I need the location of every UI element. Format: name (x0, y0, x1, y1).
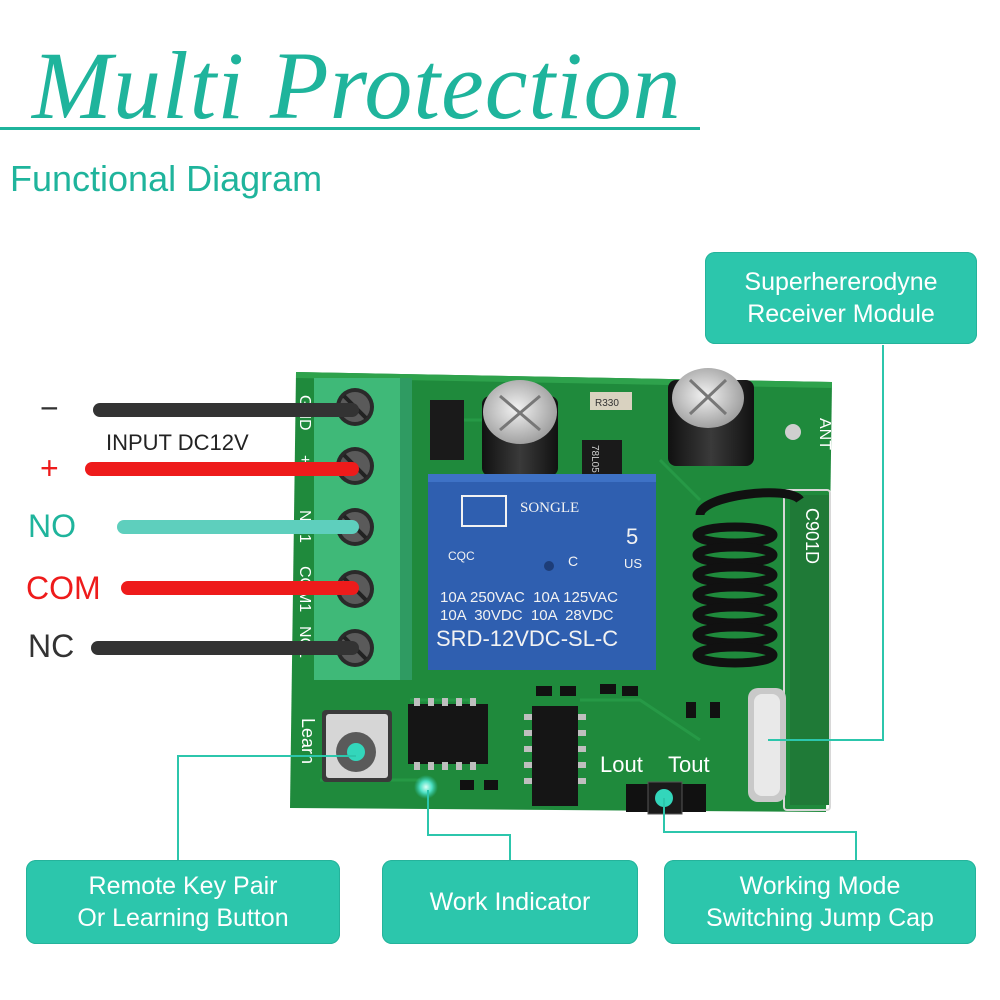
leader-indicator (427, 790, 511, 860)
plus-label: + (40, 450, 59, 486)
nc-label: NC (28, 628, 75, 664)
minus-label: − (40, 390, 59, 426)
callout-jumpcap-line-1: Working Mode (739, 872, 901, 900)
learn-label: Learn (298, 718, 318, 764)
callout-jumpcap-line-2: Switching Jump Cap (706, 904, 934, 932)
relay-us: US (624, 556, 642, 571)
leader-receiver (768, 345, 884, 741)
receiver-module: C901D (748, 489, 831, 811)
lout-label: Lout (600, 752, 643, 777)
coil-antenna (692, 488, 804, 668)
relay-rating-1: 10A 250VAC 10A 125VAC (440, 589, 618, 606)
ant-label: ANT (816, 418, 833, 450)
work-indicator-led (414, 775, 438, 799)
module-label: C901D (802, 508, 822, 564)
relay-rating-2: 10A 30VDC 10A 28VDC (440, 607, 614, 624)
relay: SONGLE CQC C 5 US 10A 250VAC 10A 125VAC … (428, 474, 656, 670)
callout-jump-cap: Working Mode Switching Jump Cap (664, 860, 976, 944)
input-label: INPUT DC12V (106, 430, 249, 455)
jumper-header (626, 781, 706, 815)
title-underline (0, 127, 700, 130)
capacitor-left (482, 380, 558, 476)
page-title: Multi Protection (32, 32, 682, 139)
callout-receiver-line-2: Receiver Module (747, 300, 935, 328)
callout-learning-button: Remote Key Pair Or Learning Button (26, 860, 340, 944)
relay-model: SRD-12VDC-SL-C (436, 626, 618, 651)
callout-receiver-line-1: Superhererodyne (744, 268, 938, 296)
regulator-label: 78L05 (589, 445, 600, 473)
ic-chips (408, 698, 586, 806)
callout-learn-line-1: Remote Key Pair (88, 872, 278, 900)
capacitor-right (668, 368, 754, 466)
callout-learn-line-2: Or Learning Button (77, 904, 289, 932)
com-label: COM (26, 570, 101, 606)
wires (85, 403, 359, 655)
no-label: NO (28, 508, 76, 544)
callout-work-indicator: Work Indicator (382, 860, 638, 944)
leader-learn (177, 755, 356, 860)
callout-receiver-module: Superhererodyne Receiver Module (705, 252, 977, 344)
relay-c: C (568, 553, 578, 569)
relay-brand: SONGLE (520, 500, 579, 516)
callout-indicator-line-1: Work Indicator (429, 888, 591, 916)
relay-cqc: CQC (448, 549, 475, 563)
leader-jumpcap (663, 798, 857, 860)
learn-button-graphic (322, 710, 392, 782)
resistor-label: R330 (595, 398, 619, 409)
tout-label: Tout (668, 752, 710, 777)
relay-badge: 5 (626, 524, 638, 549)
page-subtitle: Functional Diagram (10, 158, 323, 199)
